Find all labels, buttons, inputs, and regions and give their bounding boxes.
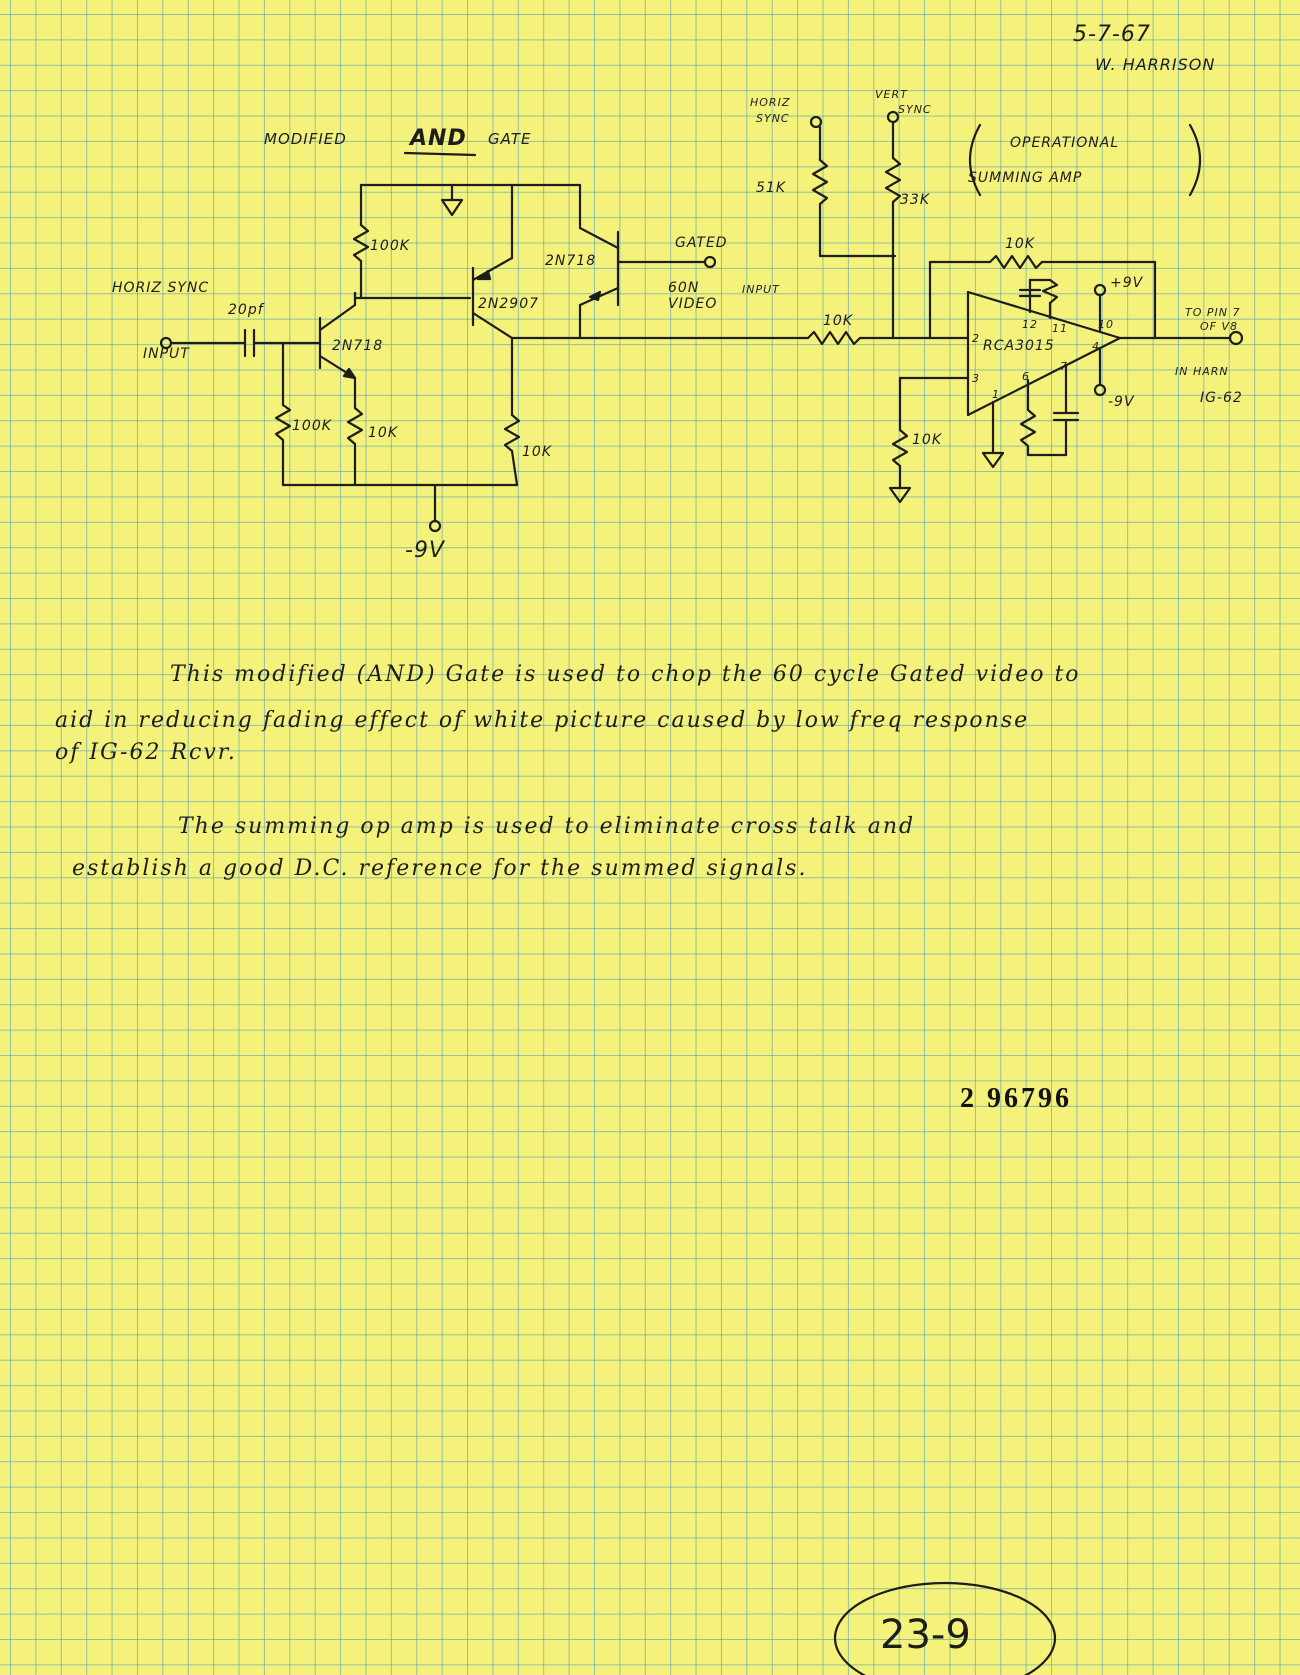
label-pin12: 12	[1022, 318, 1038, 331]
label-q3: 2N718	[545, 253, 597, 269]
resistor-33k	[884, 156, 902, 204]
label-horiz-sync-left: HORIZ SYNC	[112, 280, 210, 296]
gated-video-input-terminal	[703, 255, 717, 269]
header-author: W. HARRISON	[1095, 55, 1216, 74]
label-to-pin-2: OF V8	[1200, 320, 1239, 333]
note-para2-line1: The summing op amp is used to eliminate …	[178, 814, 916, 839]
label-r-feedback: 10K	[1005, 236, 1035, 252]
label-gated-1: GATED	[675, 235, 728, 251]
resistor-10k-ground	[891, 428, 909, 468]
resistor-10k-input	[806, 330, 862, 346]
resistor-10k-q1	[346, 406, 364, 446]
label-q1: 2N718	[332, 338, 384, 354]
label-horiz-sync-top-1: HORIZ	[750, 96, 791, 109]
label-pin11: 11	[1052, 322, 1068, 335]
minus9v-terminal	[1093, 383, 1107, 397]
schematic-title-suffix: GATE	[488, 130, 532, 148]
note-para1-line1: This modified (AND) Gate is used to chop…	[170, 662, 1081, 687]
output-terminal	[1228, 330, 1244, 346]
label-opamp-note-1: OPERATIONAL	[1010, 135, 1120, 151]
label-r-input: 10K	[823, 313, 853, 329]
label-r-10k-q1: 10K	[368, 425, 398, 441]
comp-resistor-top	[1041, 278, 1059, 305]
header-date: 5-7-67	[1073, 22, 1151, 47]
opamp-triangle	[966, 290, 1122, 417]
resistor-10k-q2	[503, 413, 521, 453]
label-horiz-sync-top-2: SYNC	[756, 112, 790, 125]
resistor-100k-left	[274, 403, 292, 442]
label-pin2: 2	[972, 332, 980, 345]
label-pin4: 4	[1092, 340, 1100, 353]
note-para1-line2: aid in reducing fading effect of white p…	[55, 708, 1030, 733]
resistor-51k	[811, 158, 829, 206]
stamp-number: 2 96796	[960, 1083, 1072, 1114]
label-r-33k: 33K	[900, 192, 930, 208]
label-gated-input: INPUT	[742, 283, 780, 296]
label-vert-sync-2: SYNC	[898, 103, 932, 116]
label-cap-20pf: 20pf	[228, 302, 264, 318]
label-vert-sync-1: VERT	[875, 88, 908, 101]
ground-symbol-pin1	[981, 451, 1005, 469]
plus9v-terminal	[1093, 283, 1107, 297]
horiz-sync-terminal	[809, 115, 823, 129]
label-opamp: RCA3015	[983, 338, 1055, 354]
label-opamp-note-2: SUMMING AMP	[968, 170, 1083, 186]
title-underline	[403, 151, 477, 157]
label-minus9v: -9V	[1108, 394, 1135, 410]
vert-sync-terminal	[886, 110, 900, 124]
label-q2: 2N2907	[478, 296, 540, 312]
label-neg9v-bottom: -9V	[405, 538, 445, 563]
label-in-harn-1: IN HARN	[1175, 365, 1229, 378]
label-r-ground: 10K	[912, 432, 942, 448]
label-pin10: 10	[1098, 318, 1114, 331]
note-para1-line3: of IG-62 Rcvr.	[55, 740, 237, 765]
label-gated-2: 60N	[668, 280, 700, 296]
compensation-resistor	[1019, 408, 1037, 448]
label-r-51k: 51K	[756, 180, 786, 196]
schematic-title-prefix: MODIFIED	[264, 130, 347, 148]
note-para2-line2: establish a good D.C. reference for the …	[72, 856, 808, 881]
label-pin7: 7	[1060, 360, 1068, 373]
label-to-pin-1: TO PIN 7	[1185, 306, 1241, 319]
schematic-title-and: AND	[410, 126, 467, 151]
circled-number-ellipse	[833, 1581, 1057, 1675]
note-paren-right	[1188, 123, 1201, 197]
resistor-10k-feedback	[988, 254, 1044, 270]
label-in-harn-2: IG-62	[1200, 390, 1243, 406]
label-gated-3: VIDEO	[668, 296, 718, 312]
label-r-10k-q2: 10K	[522, 444, 552, 460]
label-pin1: 1	[992, 388, 1000, 401]
label-pin3: 3	[972, 372, 980, 385]
label-input-left: INPUT	[143, 346, 190, 362]
label-r-100k-left: 100K	[292, 418, 332, 434]
label-plus9v: +9V	[1110, 275, 1144, 291]
resistor-100k-top	[352, 223, 370, 263]
circled-number: 23-9	[880, 1612, 971, 1658]
neg9v-terminal	[428, 519, 442, 533]
ground-symbol-top	[440, 198, 464, 217]
note-paren-left	[969, 123, 982, 197]
ground-symbol-bottom	[888, 486, 912, 504]
label-r-100k-top: 100K	[370, 238, 410, 254]
label-pin6: 6	[1022, 370, 1030, 383]
